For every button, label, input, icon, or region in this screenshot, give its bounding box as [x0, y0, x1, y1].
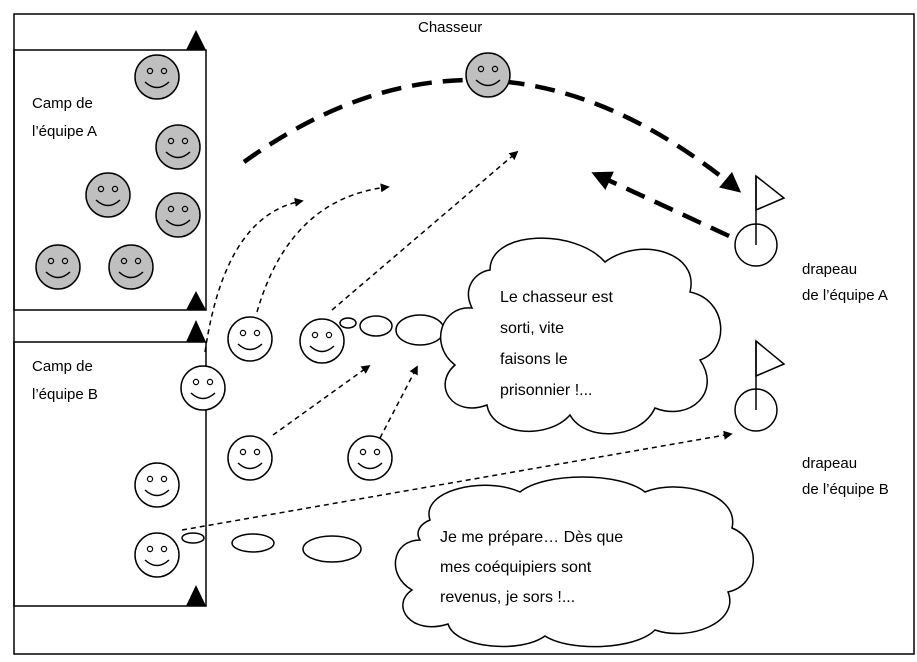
team-b-player-face-icon — [299, 318, 345, 364]
thought-dot — [181, 532, 205, 544]
team-a-player-face-icon — [85, 172, 131, 218]
player-run-arrow — [181, 430, 733, 531]
thought-dot — [395, 314, 445, 346]
thought-bubble-hunter-out: Le chasseur est sorti, vite faisons le p… — [439, 237, 722, 435]
team-a-player-face-icon — [155, 124, 201, 170]
svg-text:Le chasseur est sorti, v: Le chasseur est sorti, vite faisons le p… — [500, 289, 617, 399]
player-run-arrow — [204, 197, 304, 353]
team-a-player-face-icon — [155, 192, 201, 238]
flag-a-label: drapeau de l’équipe A — [802, 261, 888, 304]
team-b-player-face-icon — [134, 532, 180, 578]
hunter-label: Chasseur — [418, 19, 482, 36]
flag-b-icon — [734, 339, 786, 432]
team-b-player-face-icon — [227, 435, 273, 481]
field-border — [13, 13, 915, 655]
player-run-arrow — [379, 365, 418, 439]
camp-b-zone — [13, 341, 207, 607]
team-a-player-face-icon — [108, 244, 154, 290]
camp-a-label: Camp de l’équipe A — [32, 95, 97, 140]
thought-dot — [231, 533, 275, 553]
player-run-arrow — [256, 183, 390, 313]
team-a-player-face-icon — [35, 244, 81, 290]
thought-dot — [339, 317, 357, 329]
camp-a-zone — [13, 49, 207, 311]
camp-b-label: Camp de l’équipe B — [32, 358, 98, 403]
player-run-arrow — [331, 150, 519, 311]
flag-a-icon — [734, 174, 786, 267]
team-b-player-face-icon — [347, 435, 393, 481]
thought-dot — [359, 315, 393, 337]
hunter-player-face-icon — [465, 52, 511, 98]
cone-marker — [186, 320, 206, 342]
thought-bubble-preparing: Je me prépare… Dès que mes coéquipiers s… — [394, 476, 755, 648]
player-run-arrow — [272, 364, 371, 436]
hunter-return-arrow — [591, 171, 730, 239]
cone-marker — [186, 30, 206, 50]
svg-text:Je me prépare… Dès que m: Je me prépare… Dès que mes coéquipiers s… — [440, 529, 628, 606]
team-b-player-face-icon — [134, 462, 180, 508]
players-group — [35, 52, 511, 578]
team-b-player-face-icon — [227, 316, 273, 362]
flag-b-label: drapeau de l’équipe B — [802, 455, 889, 498]
cone-marker — [186, 585, 206, 606]
team-b-player-face-icon — [180, 365, 226, 411]
team-a-player-face-icon — [134, 54, 180, 100]
cone-marker — [186, 291, 206, 310]
thought-dot — [302, 535, 362, 563]
